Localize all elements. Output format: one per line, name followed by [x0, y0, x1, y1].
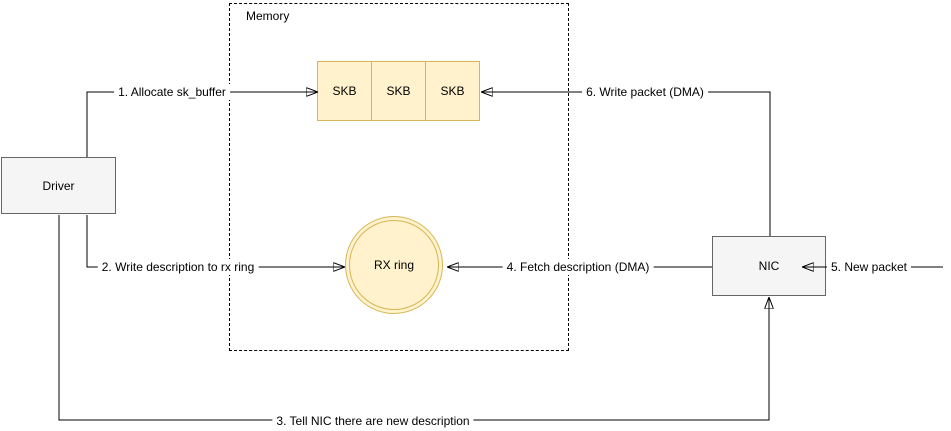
skb-label: SKB	[332, 84, 357, 98]
skb-box: SKB	[425, 61, 480, 121]
rx-ring-node: RX ring	[345, 216, 443, 314]
edge-label-new-packet: 5. New packet	[826, 259, 912, 275]
edge-label-tell-nic: 3. Tell NIC there are new description	[272, 413, 474, 429]
skb-label: SKB	[440, 84, 465, 98]
driver-label: Driver	[42, 178, 75, 193]
skb-box: SKB	[371, 61, 426, 121]
memory-label: Memory	[246, 9, 290, 23]
edge-label-write-description: 2. Write description to rx ring	[97, 259, 259, 275]
edge-label-write-packet: 6. Write packet (DMA)	[582, 84, 708, 100]
edge-label-fetch-description: 4. Fetch description (DMA)	[502, 259, 654, 275]
edge-label-allocate-sk-buffer: 1. Allocate sk_buffer	[114, 84, 230, 100]
skb-label: SKB	[386, 84, 411, 98]
nic-label: NIC	[758, 259, 780, 273]
rx-ring-label: RX ring	[373, 258, 414, 272]
driver-node: Driver	[1, 157, 116, 214]
nic-node: NIC	[712, 236, 826, 296]
skb-buffer-row: SKB SKB SKB	[317, 61, 480, 121]
skb-box: SKB	[317, 61, 372, 121]
